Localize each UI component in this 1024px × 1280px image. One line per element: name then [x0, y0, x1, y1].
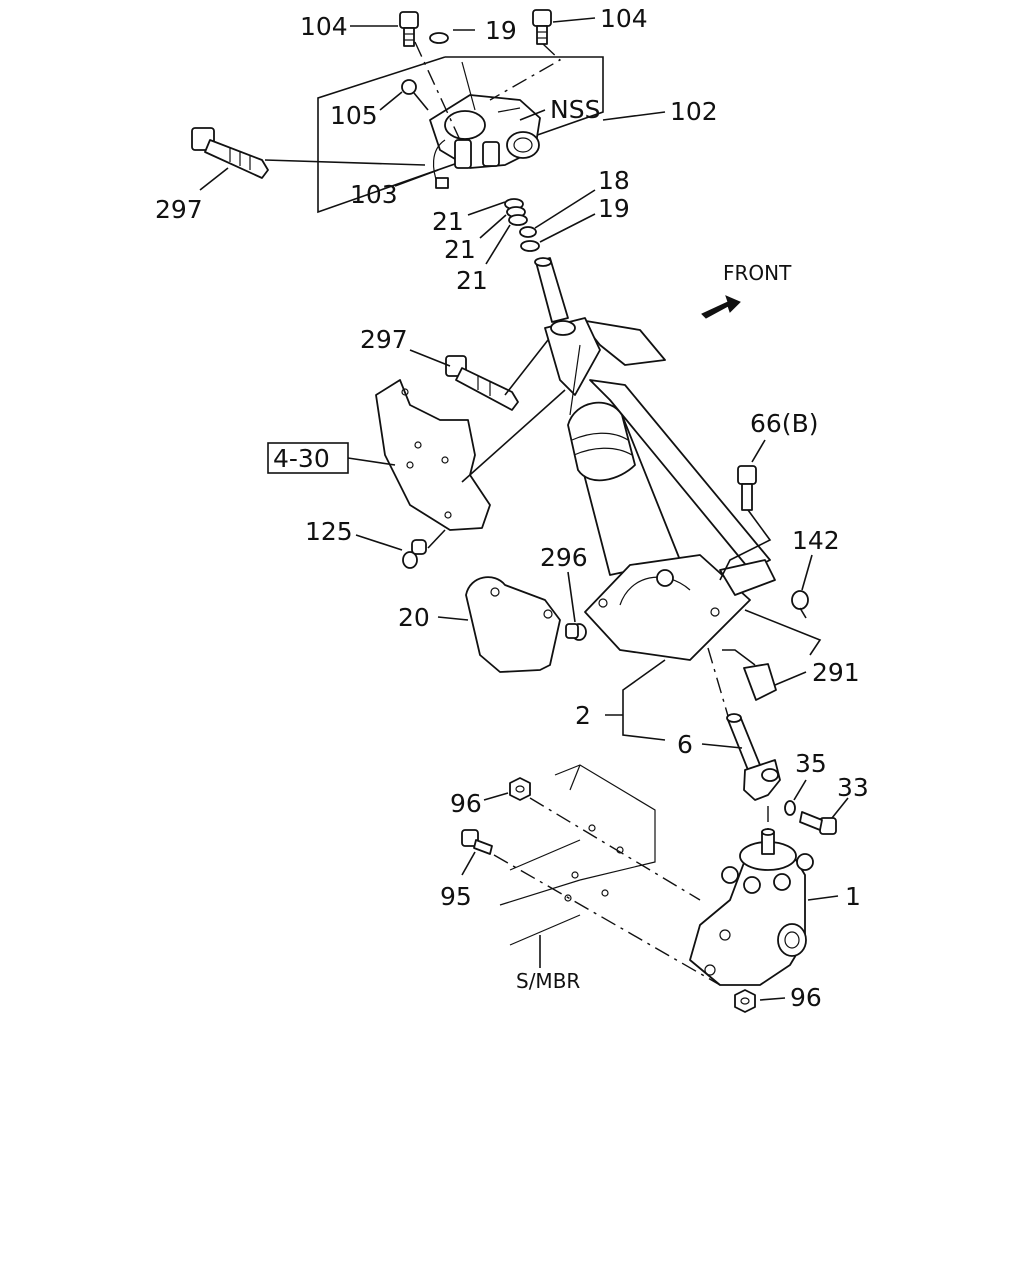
callout-102: 102 — [670, 97, 718, 126]
front-label: FRONT — [723, 261, 792, 285]
bolt-104-right — [532, 9, 552, 45]
callout-104-right: 104 — [600, 4, 648, 33]
callout-18: 18 — [598, 166, 630, 195]
screw-142 — [744, 554, 822, 656]
callout-4-30: 4-30 — [273, 444, 330, 473]
clip-296 — [565, 571, 587, 641]
nut-96-top — [483, 777, 701, 901]
callout-104-left: 104 — [300, 12, 348, 41]
callout-35: 35 — [795, 749, 827, 778]
bolt-33 — [799, 797, 849, 835]
callout-297-middle: 297 — [360, 325, 408, 354]
steering-column — [534, 257, 776, 661]
callout-105: 105 — [330, 101, 378, 130]
callout-142: 142 — [792, 526, 840, 555]
callout-20: 20 — [398, 603, 430, 632]
callout-125: 125 — [305, 517, 353, 546]
washer-19-top — [429, 32, 449, 44]
callout-66b: 66(B) — [750, 409, 818, 438]
callout-21-c: 21 — [456, 266, 488, 295]
steering-lock-body — [429, 61, 541, 189]
cover-20 — [437, 576, 561, 673]
clip-291 — [722, 649, 807, 701]
callout-297-top: 297 — [155, 195, 203, 224]
washer-stack — [467, 189, 596, 265]
callout-labels: 104 19 104 105 NSS 102 297 103 18 19 21 … — [155, 4, 869, 1012]
callout-21-a: 21 — [432, 207, 464, 236]
callout-96-bottom: 96 — [790, 983, 822, 1012]
callout-103: 103 — [350, 180, 398, 209]
callout-6: 6 — [677, 730, 693, 759]
callout-96-top: 96 — [450, 789, 482, 818]
intermediate-shaft-6 — [701, 647, 781, 801]
bracket-2 — [622, 659, 666, 741]
cable-tie-297-middle — [409, 339, 549, 411]
callout-33: 33 — [837, 773, 869, 802]
nut-96-bottom — [734, 989, 786, 1013]
callout-19-lower: 19 — [598, 194, 630, 223]
callout-s-mbr: S/MBR — [516, 969, 580, 993]
screw-105 — [401, 79, 429, 111]
callout-19-top: 19 — [485, 16, 517, 45]
callout-95: 95 — [440, 882, 472, 911]
lock-assembly-group — [264, 9, 666, 214]
clip-125 — [355, 529, 446, 569]
side-member-frame — [499, 764, 656, 968]
callout-1: 1 — [845, 882, 861, 911]
steering-gear-box-1 — [689, 806, 839, 986]
bolt-104-left — [399, 11, 419, 47]
callout-2: 2 — [575, 701, 591, 730]
bolt-95 — [461, 829, 721, 986]
callout-296: 296 — [540, 543, 588, 572]
bolt-66b — [719, 439, 772, 581]
clip-35 — [784, 779, 807, 816]
front-direction-arrow — [701, 295, 741, 319]
cable-tie-297-top — [191, 127, 269, 191]
callout-291: 291 — [812, 658, 860, 687]
callout-21-b: 21 — [444, 235, 476, 264]
callout-nss: NSS — [550, 95, 600, 124]
column-cover-4-30 — [267, 379, 566, 531]
